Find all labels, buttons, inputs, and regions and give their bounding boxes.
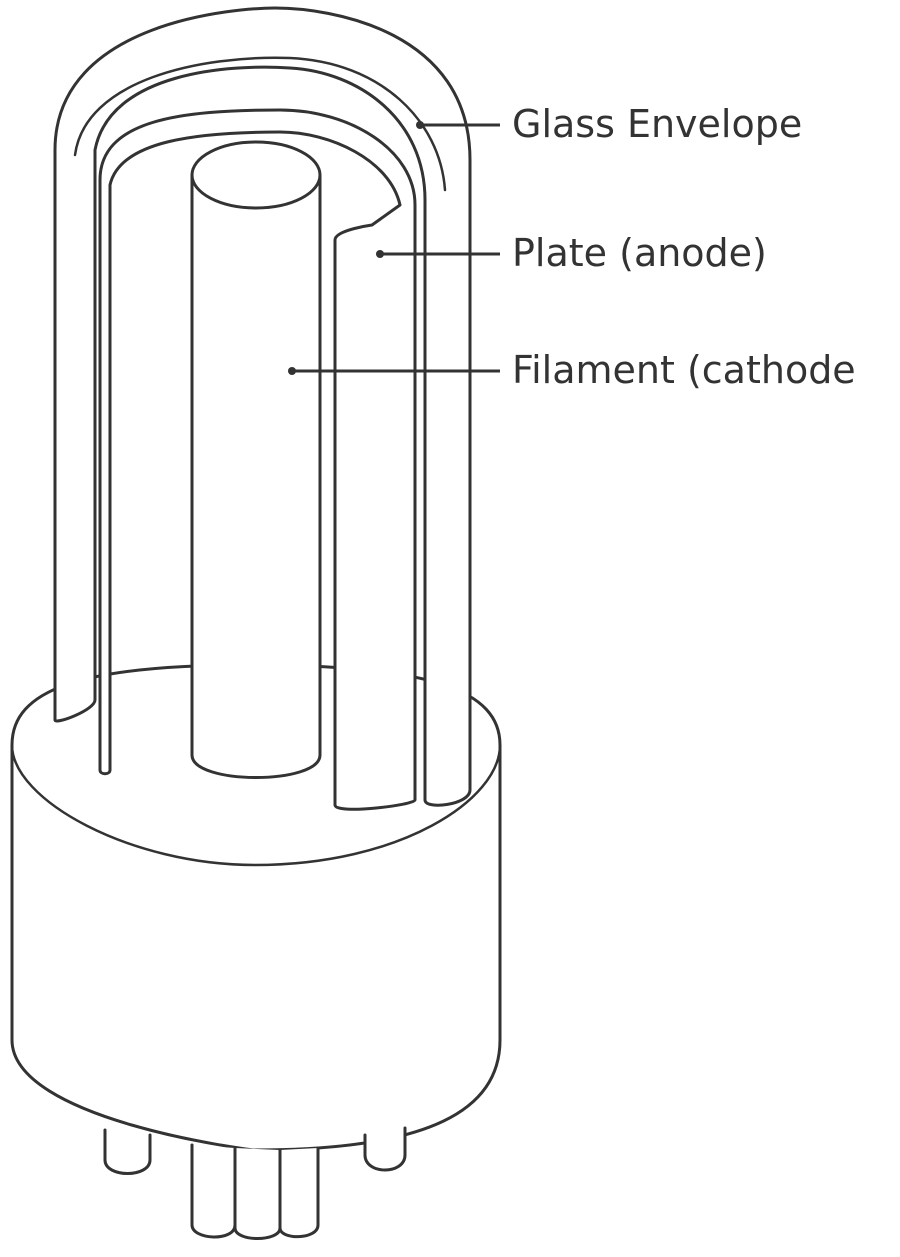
tube-pins xyxy=(103,1126,407,1240)
filament-cathode xyxy=(190,140,322,779)
plate-anode xyxy=(98,108,417,811)
leader-plate xyxy=(376,250,500,258)
label-plate-anode: Plate (anode) xyxy=(512,231,767,275)
label-filament-cathode: Filament (cathode xyxy=(512,348,856,392)
leader-filament xyxy=(288,367,500,375)
label-glass-envelope: Glass Envelope xyxy=(512,102,802,146)
glass-envelope xyxy=(53,6,472,807)
leader-glass-envelope xyxy=(416,121,500,129)
